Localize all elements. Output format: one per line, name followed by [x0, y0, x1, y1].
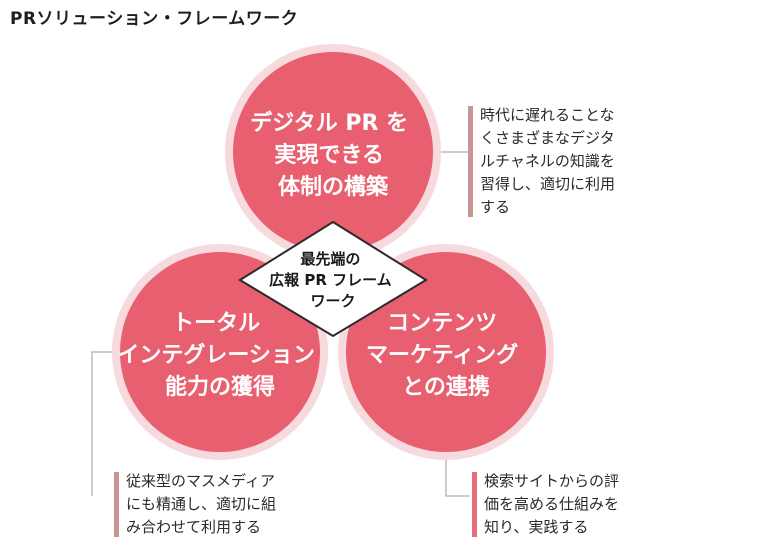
connector-right	[445, 452, 470, 497]
note-line: ルチャネルの知識を	[480, 152, 615, 170]
note-line: 時代に遅れることな	[480, 106, 615, 124]
circle-top: デジタル PR を 実現できる 体制の構築	[225, 44, 441, 260]
connectors	[91, 151, 470, 497]
circle-top-line-3: 体制の構築	[278, 174, 389, 200]
note-line: 知り、実践する	[484, 518, 589, 536]
note-top-right: 時代に遅れることな くさまざまなデジタ ルチャネルの知識を 習得し、適切に利用 …	[468, 104, 615, 219]
circle-left-line-1: トータル	[172, 311, 260, 336]
circle-top-line-1: デジタル PR を	[250, 110, 408, 136]
center-line-1: 最先端の	[300, 250, 360, 268]
center-line-3: ワーク	[310, 292, 355, 310]
svg-text:デジタル PR を 実現できる 体制: デジタル PR を 実現できる 体制の構築	[250, 110, 416, 200]
center-line-2: 広報 PR フレーム	[269, 271, 392, 289]
note-line: 習得し、適切に利用	[480, 175, 616, 193]
circle-right-line-3: との連携	[402, 374, 490, 400]
svg-text:最先端の 広報 PR フレーム ワー: 最先端の 広報 PR フレーム ワーク	[269, 250, 397, 310]
svg-text:トータル インテグレーション 能力の: トータル インテグレーション 能力の獲得	[117, 311, 322, 400]
note-line: 従来型のマスメディア	[126, 472, 275, 490]
note-line: 検索サイトからの評	[484, 472, 620, 490]
circle-right-line-1: コンテンツ	[387, 311, 497, 336]
note-line: くさまざまなデジタ	[480, 129, 615, 147]
circle-left-line-2: インテグレーション	[117, 342, 315, 368]
circle-left-line-3: 能力の獲得	[165, 374, 275, 400]
circle-right-line-2: マーケティング	[366, 342, 518, 368]
note-line: 価を高める仕組みを	[484, 495, 620, 513]
note-bottom-right: 検索サイトからの評 価を高める仕組みを 知り、実践する	[472, 470, 619, 539]
circle-top-line-2: 実現できる	[274, 142, 384, 168]
note-line: にも精通し、適切に組	[126, 495, 277, 513]
center-diamond: 最先端の 広報 PR フレーム ワーク	[238, 220, 428, 338]
circle-right: コンテンツ マーケティング との連携	[338, 244, 554, 460]
note-bottom-left: 従来型のマスメディア にも精通し、適切に組 み合わせて利用する	[114, 470, 276, 539]
connector-left	[91, 351, 120, 496]
page-title: PRソリューション・フレームワーク	[10, 9, 299, 29]
note-line: する	[480, 198, 511, 216]
svg-text:コンテンツ マーケティング との連携: コンテンツ マーケティング との連携	[366, 311, 526, 400]
note-line: み合わせて利用する	[126, 518, 262, 536]
